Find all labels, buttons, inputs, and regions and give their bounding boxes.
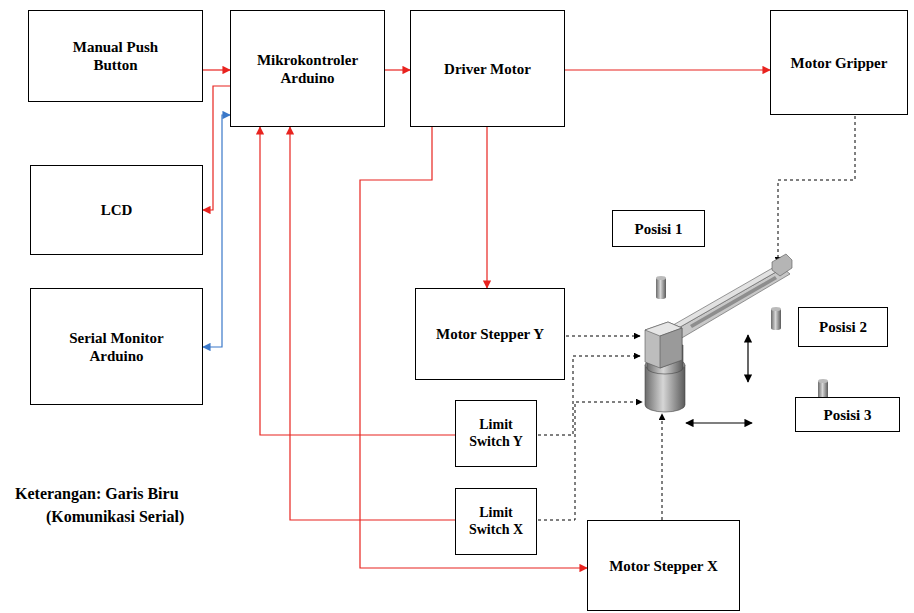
gripper-link <box>778 116 855 263</box>
limit-switch-box: Limit Switch X <box>455 488 537 555</box>
signal-connector <box>203 69 230 70</box>
node-text: Manual Push Button <box>61 38 171 74</box>
signal-connector <box>565 69 770 70</box>
node-text: LCD <box>101 201 133 219</box>
node-text: Serial Monitor Arduino <box>52 329 182 365</box>
node-text: Mikrokontroler Arduino <box>243 51 373 87</box>
legend-note: Keterangan: Garis Biru <box>15 485 179 503</box>
display-box: LCD <box>30 165 203 255</box>
signal-connector <box>203 86 230 210</box>
motion-arrows <box>686 335 752 423</box>
robot-arm <box>645 254 792 412</box>
signal-connector <box>486 127 487 288</box>
node-text: Motor Gripper <box>791 54 888 72</box>
signal-connector <box>360 127 587 568</box>
stepper-box: Motor Stepper X <box>587 520 740 611</box>
signal-connector <box>385 69 410 70</box>
limit-switch-box: Limit Switch Y <box>455 400 537 467</box>
legend-note: (Komunikasi Serial) <box>46 508 184 526</box>
node-text: Posisi 2 <box>819 318 867 336</box>
controller-box: Mikrokontroler Arduino <box>230 10 385 127</box>
stepper-x-link <box>662 414 663 520</box>
node-text: Motor Stepper X <box>609 557 718 575</box>
node-text: Limit Switch Y <box>466 417 526 451</box>
stepper-y-link <box>566 336 640 337</box>
node-text: Driver Motor <box>444 60 531 78</box>
stepper-box: Motor Stepper Y <box>415 288 565 380</box>
node-text: Posisi 1 <box>635 220 683 238</box>
input-box: Manual Push Button <box>28 10 203 102</box>
node-text: Motor Stepper Y <box>436 325 544 343</box>
serial-connector <box>203 115 230 347</box>
node-text: Limit Switch X <box>466 505 526 539</box>
position-label-box: Posisi 3 <box>795 397 900 432</box>
signal-connector <box>260 127 455 435</box>
position-label-box: Posisi 2 <box>798 307 888 347</box>
limit-x-link <box>538 402 642 520</box>
position-label-box: Posisi 1 <box>612 210 705 247</box>
node-text: Posisi 3 <box>824 406 872 424</box>
driver-box: Driver Motor <box>410 10 565 127</box>
monitor-box: Serial Monitor Arduino <box>30 288 203 405</box>
actuator-box: Motor Gripper <box>770 10 908 115</box>
